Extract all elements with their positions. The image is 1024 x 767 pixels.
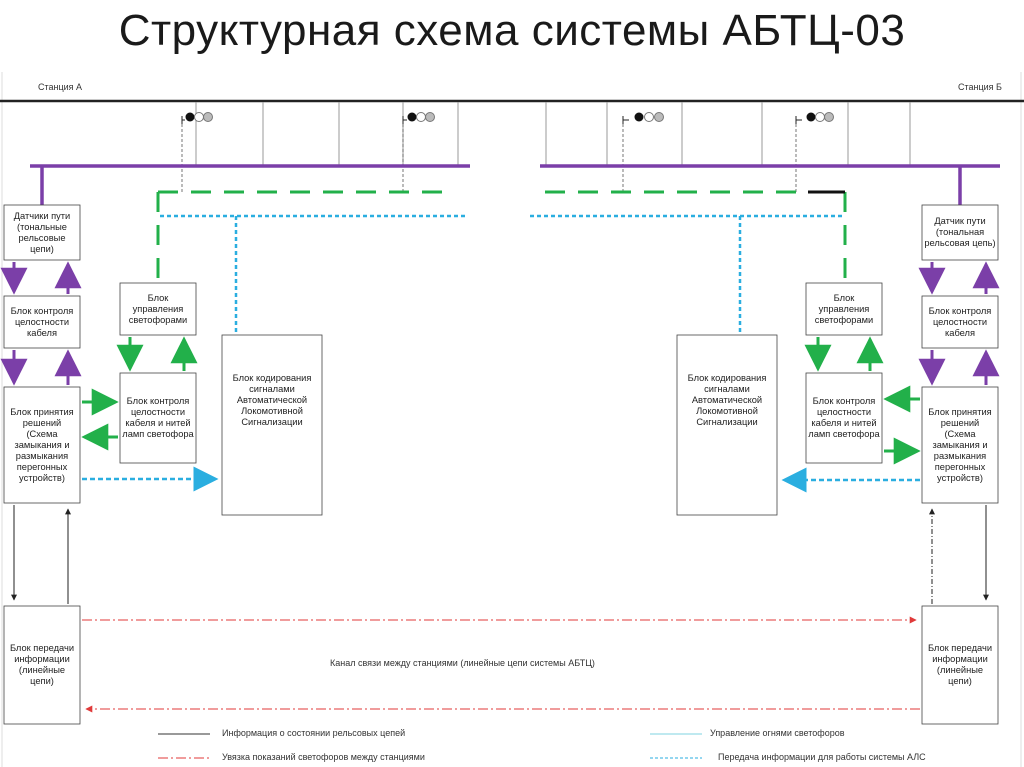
signal-control-bus bbox=[156, 190, 847, 282]
block-cable-control-a: Блок контроля целостности кабеля bbox=[10, 305, 74, 338]
block-track-sensors-a: Датчики пути (тональные рельсовые цепи) bbox=[13, 210, 71, 254]
signal-icon bbox=[795, 112, 834, 124]
block-track-sensor-b: Датчик пути (тональная рельсовая цепь) bbox=[924, 216, 996, 248]
station-b-label: Станция Б bbox=[958, 82, 1002, 92]
block-lamp-control-a: Блок контроля целостности кабеля и нитей… bbox=[122, 396, 194, 439]
legend-signal-control: Управление огнями светофоров bbox=[710, 728, 845, 738]
signal-icon bbox=[402, 112, 435, 124]
block-als-coding-b: Блок кодирования сигналами Автоматическо… bbox=[687, 372, 767, 427]
block-als-coding-a: Блок кодирования сигналами Автоматическо… bbox=[232, 372, 312, 427]
block-signal-control-b: Блок управления светофорами bbox=[814, 292, 874, 325]
block-decision-a: Блок принятия решений (Схема замыкания и… bbox=[10, 406, 74, 483]
signal-icon bbox=[181, 112, 213, 124]
block-decision-b: Блок принятия решений (Схема замыкания и… bbox=[928, 406, 992, 483]
als-bus bbox=[160, 214, 842, 335]
station-a-label: Станция А bbox=[38, 82, 82, 92]
block-transfer-a: Блок передачи информации (линейные цепи) bbox=[9, 643, 75, 686]
block-frames bbox=[3, 204, 999, 725]
legend-als: Передача информации для работы системы А… bbox=[718, 752, 926, 762]
legend-interlock: Увязка показаний светофоров между станци… bbox=[222, 752, 425, 762]
block-cable-control-b: Блок контроля целостности кабеля bbox=[928, 305, 992, 338]
rail-circuit-bus bbox=[30, 164, 1000, 205]
block-transfer-b: Блок передачи информации (линейные цепи) bbox=[927, 643, 993, 686]
channel-label: Канал связи между станциями (линейные це… bbox=[330, 658, 595, 668]
track-sections bbox=[195, 102, 915, 167]
legend-rail-info: Информация о состоянии рельсовых цепей bbox=[222, 728, 406, 738]
page-title: Структурная схема системы АБТЦ-03 bbox=[118, 6, 906, 55]
signal-icon bbox=[622, 112, 664, 124]
block-lamp-control-b: Блок контроля целостности кабеля и нитей… bbox=[808, 396, 880, 439]
block-signal-control-a: Блок управления светофорами bbox=[128, 292, 188, 325]
